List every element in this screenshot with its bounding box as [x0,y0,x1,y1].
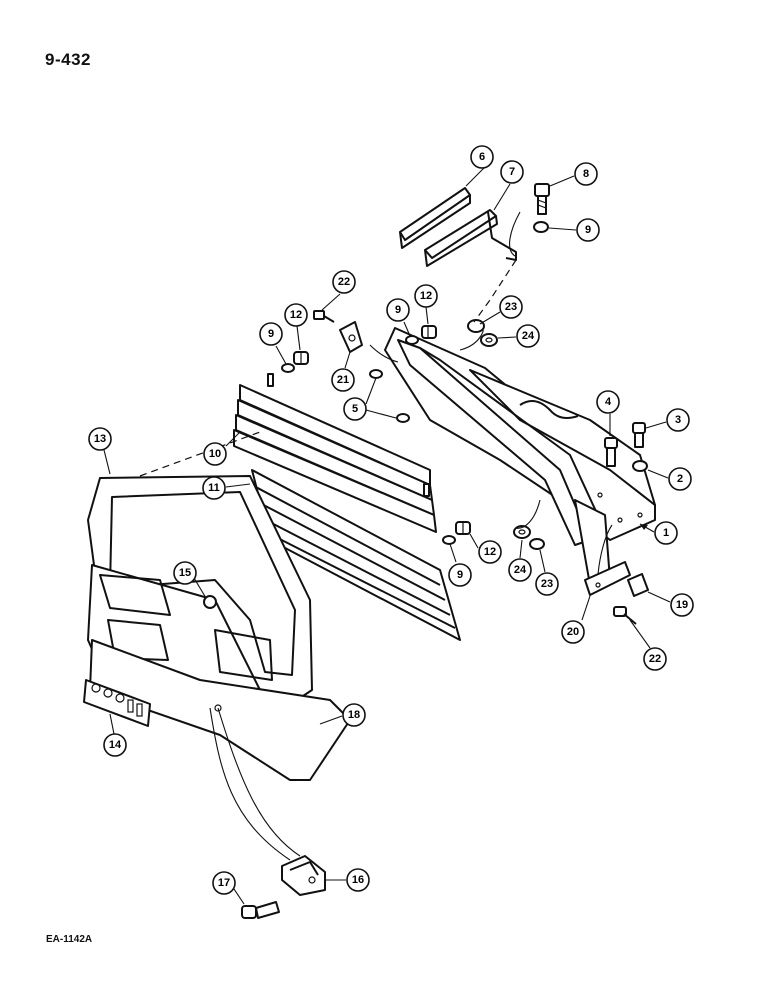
part-5-washer-b [396,413,410,423]
callout-2: 2 [647,467,692,491]
part-23-clip-top [467,319,485,333]
part-5-washer-a [369,369,383,379]
part-7-angle-bracket [424,209,517,267]
callout-20: 20 [561,595,591,644]
callout-11-label: 11 [208,482,220,494]
callout-23-top: 23 [479,295,523,325]
callout-7: 7 [493,160,524,211]
part-12-nut-left [293,351,309,365]
callout-17: 17 [212,871,245,905]
callout-9-upper: 9 [386,298,411,337]
callout-1: 1 [639,521,678,545]
callout-10: 10 [203,431,241,466]
callout-2-label: 2 [677,473,683,485]
callout-13-label: 13 [94,433,106,445]
part-3-bolt [632,422,646,448]
callout-6-label: 6 [479,151,485,163]
callout-19-label: 19 [676,599,688,611]
callout-12-upper: 12 [414,284,438,325]
part-6-angle-strip [399,187,471,249]
callout-9-top-label: 9 [585,224,591,236]
callout-16-label: 16 [352,874,364,886]
callout-11: 11 [202,476,251,500]
part-9-washer-top [533,221,549,233]
callout-9-upper-label: 9 [395,304,401,316]
callout-9-top: 9 [548,218,600,242]
callout-24-top: 24 [497,324,540,348]
callout-23-lower-label: 23 [541,578,553,590]
callout-24-lower-label: 24 [514,564,527,576]
part-8-bolt [534,183,550,215]
callout-5-label: 5 [352,403,358,415]
callout-14: 14 [103,713,127,757]
callout-9-mid-label: 9 [457,569,463,581]
page-number: 9-432 [45,50,91,69]
callout-18-label: 18 [348,709,360,721]
callout-10-label: 10 [209,448,221,460]
callout-1-label: 1 [663,527,669,539]
callout-24-lower: 24 [508,539,532,582]
callout-21-label: 21 [337,374,349,386]
part-22-bolt-lower [613,606,637,625]
callout-8: 8 [549,162,598,187]
part-22-bolt-upper [313,310,335,323]
callout-19: 19 [647,591,694,617]
part-9-washer-upper [405,335,419,345]
part-20-bracket [584,561,631,596]
part-16-clip [281,855,326,896]
part-14-emblem [83,679,151,727]
callout-5: 5 [343,377,397,421]
part-15-grommet [203,595,217,609]
callout-17-label: 17 [218,877,230,889]
callout-23-top-label: 23 [505,301,517,313]
part-1-support-frame [384,327,656,586]
callout-12-mid: 12 [469,533,502,564]
part-9-washer-mid [442,535,456,545]
part-24-spacer-lower [513,525,531,539]
callout-3: 3 [645,408,690,432]
callout-22-upper: 22 [321,270,356,311]
figure-code: EA-1142A [46,934,93,945]
callout-9-mid: 9 [448,543,472,587]
part-21-plate [339,321,363,353]
callout-12-upper-label: 12 [420,290,432,302]
callout-12-left: 12 [284,303,308,351]
part-17-bolt [241,901,280,919]
callout-3-label: 3 [675,414,681,426]
callout-12-left-label: 12 [290,309,302,321]
part-12-nut-mid [455,521,471,535]
callout-24-top-label: 24 [522,330,535,342]
callout-23-lower: 23 [535,549,559,596]
callout-22-lower-label: 22 [649,653,661,665]
callout-22-lower: 22 [629,619,667,671]
part-12-nut-upper [421,325,437,339]
callout-8-label: 8 [583,168,589,180]
callout-7-label: 7 [509,166,515,178]
callout-4: 4 [596,390,620,436]
callout-9-left-label: 9 [268,328,274,340]
callout-15-label: 15 [179,567,191,579]
part-10-upper-louvre [233,373,437,533]
callout-18: 18 [319,703,366,727]
part-9-washer-left [281,363,295,373]
part-24-spacer-top [480,333,498,347]
callout-21: 21 [331,351,355,392]
callout-16: 16 [326,868,370,892]
callout-22-upper-label: 22 [338,276,350,288]
callout-15: 15 [173,561,207,599]
part-4-bolt [604,437,618,467]
callout-13: 13 [88,427,112,475]
callout-20-label: 20 [567,626,579,638]
callout-4-label: 4 [605,396,612,408]
part-23-clip-lower [529,538,545,550]
callout-9-left: 9 [259,322,287,365]
part-19-pad [627,573,649,597]
callout-12-mid-label: 12 [484,546,496,558]
part-2-washer [632,460,648,472]
callout-14-label: 14 [109,739,122,751]
callout-6: 6 [465,145,494,187]
